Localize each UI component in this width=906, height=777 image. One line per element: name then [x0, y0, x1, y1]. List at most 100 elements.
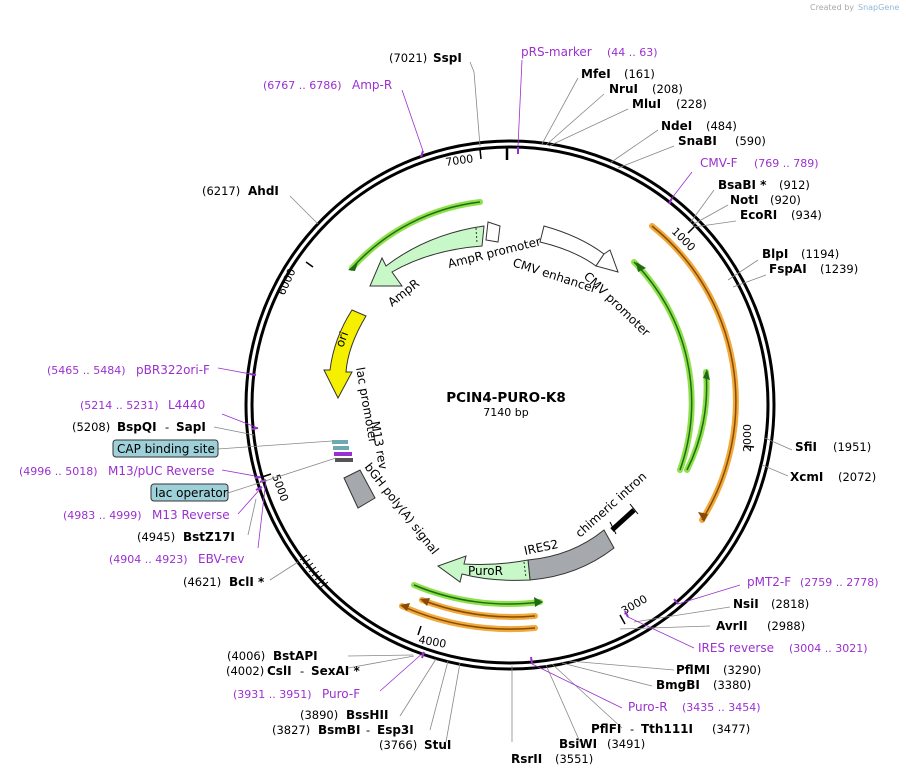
svg-text:(3931 .. 3951): (3931 .. 3951) — [233, 688, 312, 701]
enzyme-rsrii: RsrII (3551) — [511, 752, 593, 766]
svg-text:(44 .. 63): (44 .. 63) — [607, 46, 658, 59]
primer-puro-f: (3931 .. 3951) Puro-F — [233, 687, 360, 701]
backbone — [244, 139, 776, 671]
svg-text:NdeI: NdeI — [661, 119, 692, 133]
primer-m13-puc-reverse: (4996 .. 5018) M13/pUC Reverse — [19, 464, 215, 478]
primer-pmt2-f: pMT2-F (2759 .. 2778) — [747, 575, 879, 589]
tick-label-6000: 6000 — [275, 266, 299, 297]
svg-text:(3380): (3380) — [713, 678, 751, 692]
svg-text:(228): (228) — [676, 97, 707, 111]
feature-label-puror: PuroR — [468, 564, 503, 578]
svg-text:(769 .. 789): (769 .. 789) — [754, 157, 819, 170]
svg-text:BstAPI: BstAPI — [273, 649, 318, 663]
cmv-arrows — [539, 225, 619, 273]
enzyme-pflmi: PflMI (3290) — [676, 663, 761, 677]
primer-pbr322ori-f: (5465 .. 5484) pBR322ori-F — [47, 363, 210, 377]
svg-text:BclI *: BclI * — [229, 575, 265, 589]
svg-text:BspQI: BspQI — [117, 420, 157, 434]
svg-text:pRS-marker: pRS-marker — [521, 45, 592, 59]
svg-text:EBV-rev: EBV-rev — [198, 552, 244, 566]
svg-text:SspI: SspI — [433, 51, 462, 65]
svg-text:SfiI: SfiI — [795, 440, 817, 454]
svg-text:CMV-F: CMV-F — [700, 156, 738, 170]
svg-text:EcoRI: EcoRI — [740, 208, 777, 222]
primer-l4440: (5214 .. 5231) L4440 — [80, 398, 205, 412]
enzyme-labels: (7021) SspI MfeI (161) NruI (208) MluI (… — [72, 51, 876, 766]
svg-text:-: - — [630, 722, 634, 736]
svg-text:(161): (161) — [624, 67, 655, 81]
feature-label-cmv-promoter: CMV promoter — [581, 269, 653, 339]
svg-text:(3890): (3890) — [300, 708, 338, 722]
primer-m13-reverse: (4983 .. 4999) M13 Reverse — [63, 508, 230, 522]
svg-text:CslI: CslI — [267, 664, 292, 678]
svg-text:(3766): (3766) — [379, 738, 417, 752]
svg-text:FspAI: FspAI — [769, 262, 807, 276]
svg-text:Puro-F: Puro-F — [322, 687, 360, 701]
tick-label-2000: 2000 — [741, 424, 754, 452]
enzyme-xcmi: XcmI (2072) — [790, 470, 876, 484]
enzyme-mfei: MfeI (161) — [581, 67, 655, 81]
svg-text:(4904 .. 4923): (4904 .. 4923) — [109, 553, 188, 566]
svg-text:(3004 .. 3021): (3004 .. 3021) — [789, 642, 868, 655]
feature-label-chimeric-intron: chimeric intron — [573, 469, 650, 540]
svg-text:BstZ17I: BstZ17I — [183, 530, 235, 544]
enzyme-csli-sexai: (4002) CslI - SexAI * — [226, 664, 360, 678]
svg-text:(4945): (4945) — [137, 530, 175, 544]
svg-text:(3551): (3551) — [555, 752, 593, 766]
svg-text:PflFI: PflFI — [591, 722, 621, 736]
svg-text:XcmI: XcmI — [790, 470, 823, 484]
watermark-brand: SnapGene — [858, 3, 899, 12]
svg-text:-: - — [366, 723, 370, 737]
svg-text:BsmBI: BsmBI — [318, 723, 360, 737]
enzyme-bsabi: BsaBI * (912) — [718, 178, 810, 192]
ori-arrow — [323, 309, 367, 400]
boxed-feature-cap-binding-site: CAP binding site — [112, 439, 333, 458]
enzyme-bspqi-sapi: (5208) BspQI - SapI — [72, 420, 206, 434]
svg-text:(1239): (1239) — [820, 262, 858, 276]
primer-amp-r: (6767 .. 6786) Amp-R — [263, 78, 392, 92]
enzyme-noti: NotI (920) — [730, 193, 801, 207]
primer-ticks — [249, 147, 679, 665]
svg-text:(920): (920) — [770, 193, 801, 207]
tick-label-4000: 4000 — [417, 633, 447, 651]
svg-text:SapI: SapI — [176, 420, 206, 434]
svg-text:(3491): (3491) — [607, 737, 645, 751]
enzyme-snabi: SnaBI (590) — [678, 134, 766, 148]
enzyme-mlui: MluI (228) — [632, 97, 707, 111]
enzyme-bmgbi: BmgBI (3380) — [656, 678, 751, 692]
svg-text:(934): (934) — [791, 208, 822, 222]
chimeric-intron-bar — [609, 503, 639, 535]
plasmid-size: 7140 bp — [483, 406, 528, 419]
svg-text:(590): (590) — [735, 134, 766, 148]
svg-text:(2072): (2072) — [838, 470, 876, 484]
svg-text:(7021): (7021) — [389, 51, 427, 65]
primer-ires-reverse: IRES reverse (3004 .. 3021) — [698, 641, 868, 655]
svg-text:Puro-R: Puro-R — [628, 700, 668, 714]
svg-text:(1951): (1951) — [833, 440, 871, 454]
orf-arcs — [348, 199, 739, 633]
primer-labels: pRS-marker (44 .. 63) CMV-F (769 .. 789)… — [19, 45, 879, 714]
enzyme-bstapi: (4006) BstAPI — [227, 649, 318, 663]
enzyme-ahdi: (6217) AhdI — [202, 184, 279, 198]
plasmid-name: PCIN4-PURO-K8 — [446, 390, 566, 406]
svg-text:RsrII: RsrII — [511, 752, 542, 766]
svg-text:(1194): (1194) — [801, 247, 839, 261]
feature-label-ori: ori — [333, 330, 351, 349]
svg-text:M13 Reverse: M13 Reverse — [152, 508, 230, 522]
enzyme-bstz17i: (4945) BstZ17I — [137, 530, 235, 544]
svg-text:M13/pUC Reverse: M13/pUC Reverse — [108, 464, 215, 478]
svg-text:AvrII: AvrII — [716, 619, 748, 633]
svg-text:-: - — [165, 420, 169, 434]
enzyme-bsmbi-esp3i: (3827) BsmBI - Esp3I — [272, 723, 414, 737]
svg-text:(6217): (6217) — [202, 184, 240, 198]
enzyme-nrui: NruI (208) — [609, 82, 683, 96]
tick-label-3000: 3000 — [619, 592, 650, 617]
enzyme-bsshii: (3890) BssHII — [300, 708, 388, 722]
svg-text:(2988): (2988) — [767, 619, 805, 633]
svg-text:pMT2-F: pMT2-F — [747, 575, 791, 589]
svg-text:(5465 .. 5484): (5465 .. 5484) — [47, 364, 126, 377]
enzyme-ecori: EcoRI (934) — [740, 208, 822, 222]
enzyme-ndei: NdeI (484) — [661, 119, 737, 133]
svg-text:SexAI *: SexAI * — [311, 664, 360, 678]
